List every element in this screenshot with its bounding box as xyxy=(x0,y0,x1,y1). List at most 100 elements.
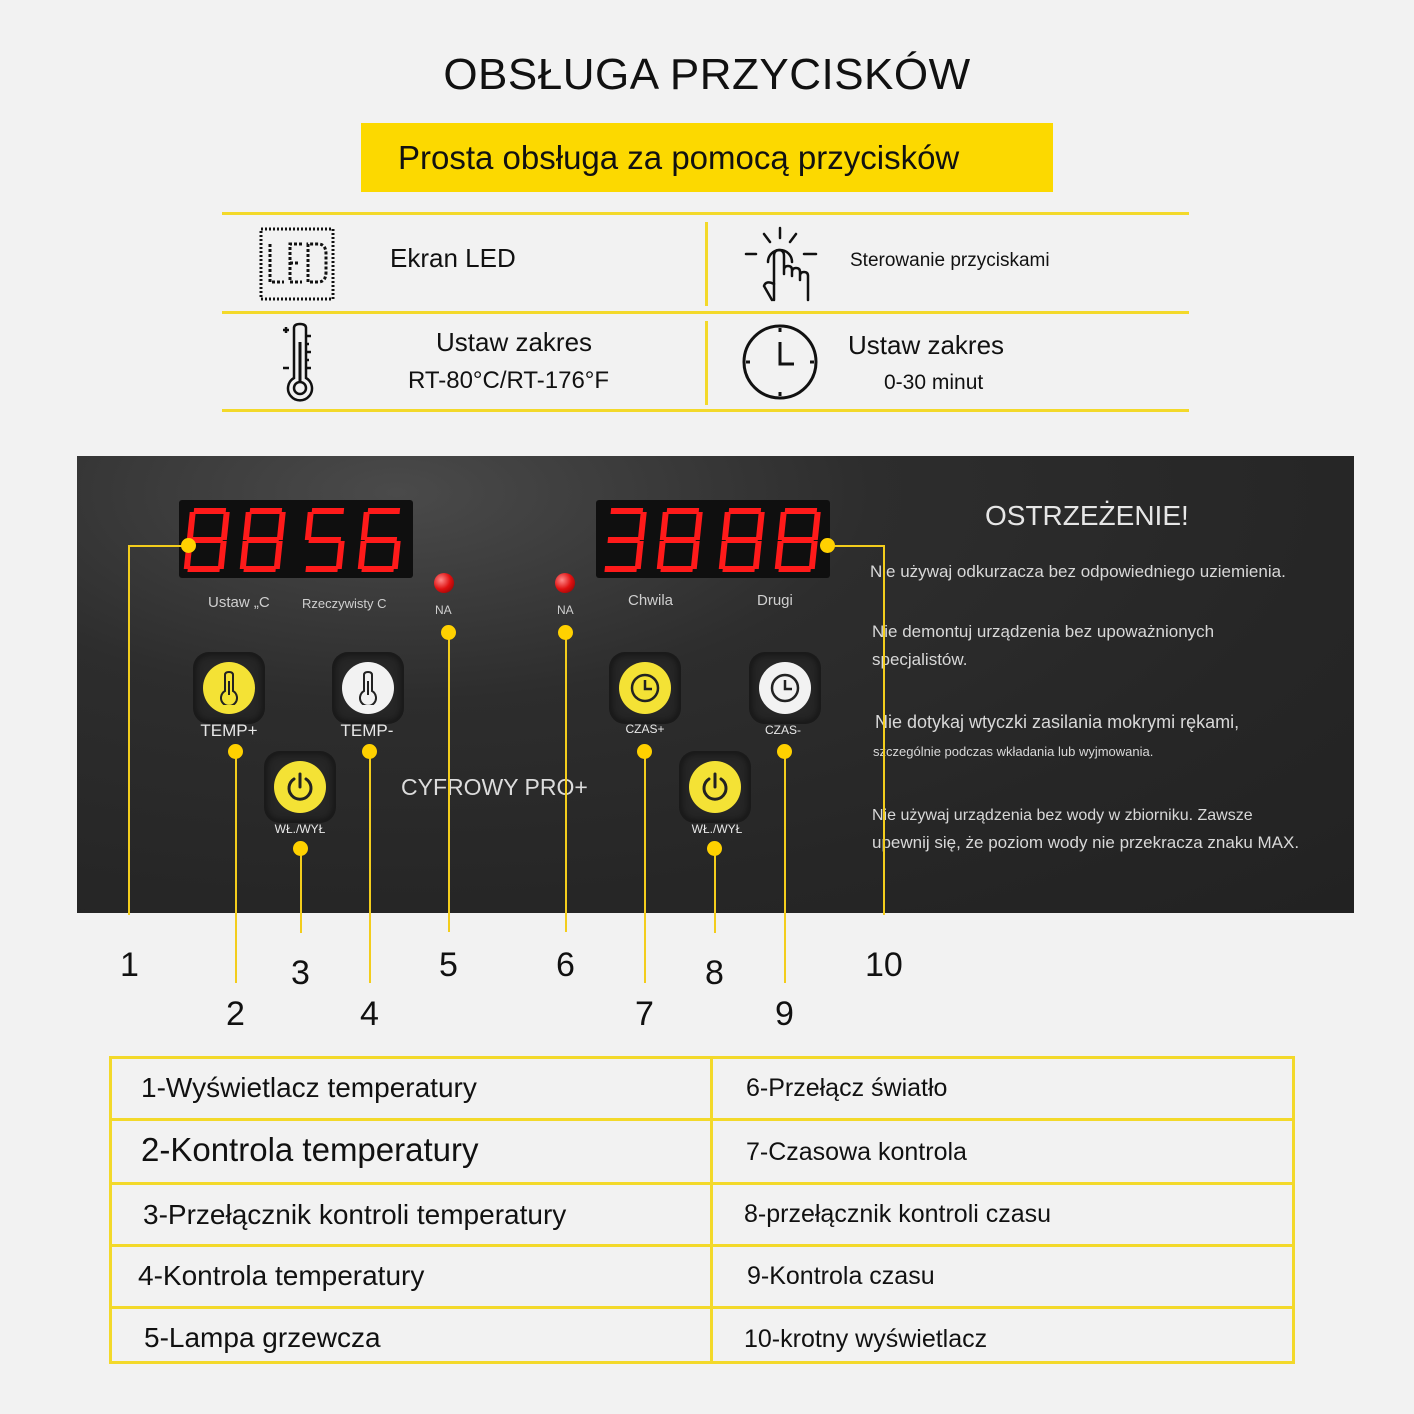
time-power-button[interactable] xyxy=(681,753,749,821)
temp-plus-button[interactable] xyxy=(195,654,263,722)
legend-item-2: 2-Kontrola temperatury xyxy=(141,1131,479,1168)
led-display-icon xyxy=(258,226,336,302)
warning-line-7: upewnij się, że poziom wody nie przekrac… xyxy=(872,833,1300,852)
callout-number-3: 3 xyxy=(291,954,310,992)
label-second: Drugi xyxy=(757,592,793,609)
light-switch-led xyxy=(555,573,575,593)
callout-number-1: 1 xyxy=(120,946,139,984)
feature-grid-top-line xyxy=(222,212,1189,215)
legend-row-line xyxy=(109,1118,1295,1121)
legend-item-10: 10-krotny wyświetlacz xyxy=(744,1325,988,1353)
legend-item-4: 4-Kontrola temperatury xyxy=(138,1260,425,1291)
callout-number-9: 9 xyxy=(775,995,794,1033)
legend-item-3: 3-Przełącznik kontroli temperatury xyxy=(143,1199,567,1230)
temp-power-button[interactable] xyxy=(266,753,334,821)
callout-number-8: 8 xyxy=(705,954,724,992)
callout-5-dot xyxy=(441,625,456,640)
clock-icon xyxy=(740,322,820,402)
callout-number-6: 6 xyxy=(556,946,575,984)
callout-4-line xyxy=(369,751,371,983)
legend-item-9: 9-Kontrola czasu xyxy=(747,1262,935,1290)
callout-number-4: 4 xyxy=(360,995,379,1033)
callout-10-line xyxy=(883,545,885,915)
callout-2-dot xyxy=(228,744,243,759)
callout-number-2: 2 xyxy=(226,995,245,1033)
legend-item-6: 6-Przełącz światło xyxy=(746,1074,948,1102)
warning-line-3: specjalistów. xyxy=(872,650,968,669)
warning-line-4: Nie dotykaj wtyczki zasilania mokrymi rę… xyxy=(875,712,1240,732)
callout-3-dot xyxy=(293,841,308,856)
legend-item-8: 8-przełącznik kontroli czasu xyxy=(744,1200,1052,1228)
legend-row-line xyxy=(109,1306,1295,1309)
power-icon xyxy=(689,761,741,813)
heating-lamp-led xyxy=(434,573,454,593)
legend-column-divider xyxy=(710,1056,713,1364)
feature-grid-divider-bottom xyxy=(705,321,708,405)
warning-line-6: Nie używaj urządzenia bez wody w zbiorni… xyxy=(872,807,1253,824)
label-set-temp: Ustaw „C xyxy=(208,594,270,611)
label-actual-temp: Rzeczywisty C xyxy=(302,596,387,611)
label-moment: Chwila xyxy=(628,592,674,609)
legend-row-line xyxy=(109,1182,1295,1185)
temperature-display xyxy=(179,500,413,578)
subtitle-banner: Prosta obsługa za pomocą przycisków xyxy=(361,123,1053,192)
touch-button-icon xyxy=(742,224,820,304)
callout-7-line xyxy=(644,751,646,983)
feature-temp-range: RT-80°C/RT-176°F xyxy=(408,367,610,394)
callout-1-line xyxy=(128,545,130,915)
clock-icon xyxy=(759,662,811,714)
callout-10-arm xyxy=(830,545,885,547)
callout-1-arm xyxy=(128,545,188,547)
callout-2-line xyxy=(235,751,237,983)
callout-6-dot xyxy=(558,625,573,640)
callout-1-dot xyxy=(181,538,196,553)
feature-time-range: 0-30 minut xyxy=(884,371,984,394)
callout-3-line xyxy=(300,848,302,933)
led-label-left: NA xyxy=(435,603,452,617)
feature-led-label: Ekran LED xyxy=(390,243,516,273)
clock-icon xyxy=(619,662,671,714)
callout-8-line xyxy=(714,848,716,933)
temp-plus-label: TEMP+ xyxy=(200,721,258,740)
temp-power-label: WŁ./WYŁ xyxy=(274,822,326,836)
feature-grid-bottom-line xyxy=(222,409,1189,412)
warning-title: OSTRZEŻENIE! xyxy=(985,500,1189,531)
power-icon xyxy=(274,761,326,813)
control-panel: Ustaw „C Rzeczywisty C xyxy=(77,456,1354,913)
thermometer-icon xyxy=(342,662,394,714)
callout-number-10: 10 xyxy=(865,946,903,984)
legend-table xyxy=(109,1056,1295,1364)
time-plus-button[interactable] xyxy=(611,654,679,722)
warning-line-2: Nie demontuj urządzenia bez upoważnionyc… xyxy=(872,622,1215,641)
feature-buttons-label: Sterowanie przyciskami xyxy=(850,250,1050,271)
temp-minus-button[interactable] xyxy=(334,654,402,722)
feature-time-label: Ustaw zakres xyxy=(848,330,1005,360)
callout-4-dot xyxy=(362,744,377,759)
callout-8-dot xyxy=(707,841,722,856)
callout-7-dot xyxy=(637,744,652,759)
callout-9-dot xyxy=(777,744,792,759)
time-minus-label: CZAS- xyxy=(765,723,801,737)
callout-5-line xyxy=(448,632,450,932)
legend-item-7: 7-Czasowa kontrola xyxy=(746,1138,967,1166)
thermometer-icon xyxy=(203,662,255,714)
time-minus-button[interactable] xyxy=(751,654,819,722)
legend-row-line xyxy=(109,1244,1295,1247)
callout-number-7: 7 xyxy=(635,995,654,1033)
legend-item-5: 5-Lampa grzewcza xyxy=(144,1322,381,1353)
feature-grid-middle-line xyxy=(222,311,1189,314)
time-display xyxy=(596,500,830,578)
warning-line-1: Nie używaj odkurzacza bez odpowiedniego … xyxy=(870,562,1286,581)
brand-label: CYFROWY PRO+ xyxy=(401,774,588,800)
feature-temp-label: Ustaw zakres xyxy=(436,327,593,357)
callout-6-line xyxy=(565,632,567,932)
callout-10-dot xyxy=(820,538,835,553)
time-plus-label: CZAS+ xyxy=(625,722,665,736)
led-label-right: NA xyxy=(557,603,574,617)
warning-line-5: szczególnie podczas wkładania lub wyjmow… xyxy=(873,744,1154,759)
callout-9-line xyxy=(784,751,786,983)
thermometer-icon xyxy=(280,322,320,406)
temp-minus-label: TEMP- xyxy=(340,721,394,740)
callout-number-5: 5 xyxy=(439,946,458,984)
feature-grid-divider-top xyxy=(705,222,708,306)
